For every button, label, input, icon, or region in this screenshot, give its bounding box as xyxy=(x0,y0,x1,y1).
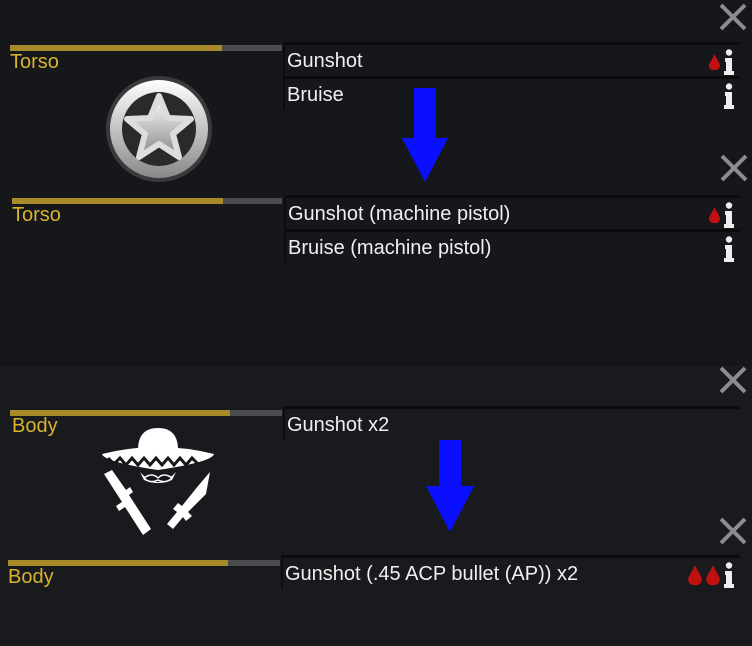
injury-row[interactable]: Bruise xyxy=(285,76,740,110)
injury-label: Gunshot (machine pistol) xyxy=(288,203,511,225)
injury-row[interactable]: Bruise (machine pistol) xyxy=(286,229,740,263)
body-part-label: Body xyxy=(8,566,54,588)
close-icon[interactable] xyxy=(718,516,748,546)
blood-drop-icon xyxy=(688,565,702,585)
injury-list: Gunshot (.45 ACP bullet (AP)) x2 xyxy=(281,555,740,589)
injury-label: Gunshot x2 xyxy=(287,414,390,436)
health-bar xyxy=(12,198,282,204)
close-icon[interactable] xyxy=(719,153,749,183)
injury-list: Gunshot x2 xyxy=(283,406,740,440)
body-part-label: Torso xyxy=(12,204,61,226)
sheriff-badge-icon xyxy=(106,76,212,182)
injury-label: Gunshot xyxy=(287,50,363,72)
down-arrow-icon xyxy=(402,88,448,182)
injury-row[interactable]: Gunshot xyxy=(285,42,740,76)
injury-list: Gunshot (machine pistol) Bruise (machine… xyxy=(284,195,740,263)
bandit-sombrero-icon xyxy=(102,428,214,535)
injury-label: Bruise (machine pistol) xyxy=(288,237,492,259)
injury-list: Gunshot Bruise xyxy=(283,42,740,110)
blood-drop-icon xyxy=(709,54,720,70)
injury-row[interactable]: Gunshot x2 xyxy=(285,406,740,440)
health-bar xyxy=(8,560,280,566)
info-icon[interactable] xyxy=(724,83,734,109)
down-arrow-icon xyxy=(426,440,474,532)
close-icon[interactable] xyxy=(718,2,748,32)
blood-drop-icon xyxy=(706,565,720,585)
injury-label: Bruise xyxy=(287,84,344,106)
injury-row[interactable]: Gunshot (machine pistol) xyxy=(286,195,740,229)
blood-drop-icon xyxy=(709,207,720,223)
info-icon[interactable] xyxy=(724,49,734,75)
health-bar xyxy=(10,45,282,51)
injury-label: Gunshot (.45 ACP bullet (AP)) x2 xyxy=(285,563,579,585)
info-icon[interactable] xyxy=(724,236,734,262)
info-icon[interactable] xyxy=(724,202,734,228)
body-part-label: Body xyxy=(12,415,58,437)
body-part-label: Torso xyxy=(10,51,59,73)
close-icon[interactable] xyxy=(718,365,748,395)
info-icon[interactable] xyxy=(724,562,734,588)
injury-row[interactable]: Gunshot (.45 ACP bullet (AP)) x2 xyxy=(283,555,740,589)
health-bar xyxy=(10,410,282,416)
